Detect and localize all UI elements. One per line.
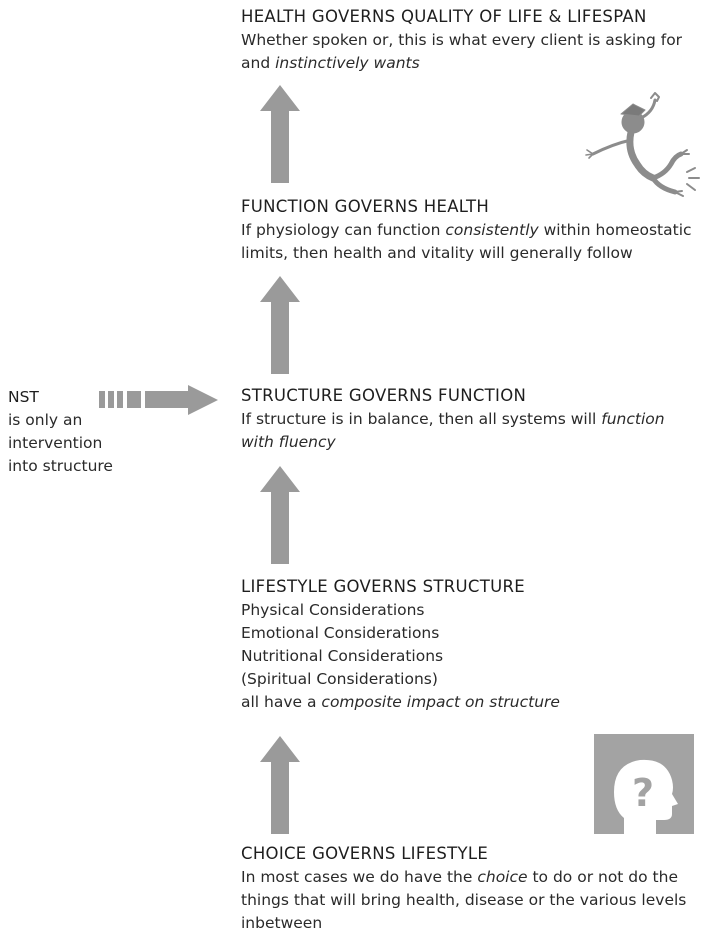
- list-item: Emotional Considerations: [241, 624, 440, 642]
- lifestyle-list: Physical Considerations Emotional Consid…: [241, 599, 721, 714]
- nst-note: NST is only an intervention into structu…: [8, 386, 148, 478]
- up-arrow-4: [260, 736, 300, 834]
- nst-title: NST: [8, 388, 39, 406]
- function-description: If physiology can function consistently …: [241, 221, 692, 262]
- function-block: FUNCTION GOVERNS HEALTH If physiology ca…: [241, 196, 721, 265]
- structure-heading: STRUCTURE GOVERNS FUNCTION: [241, 386, 527, 405]
- question-head-icon: ?: [594, 734, 694, 834]
- up-arrow-3: [260, 466, 300, 564]
- structure-description: If structure is in balance, then all sys…: [241, 410, 665, 451]
- health-description: Whether spoken or, this is what every cl…: [241, 31, 683, 72]
- structure-block: STRUCTURE GOVERNS FUNCTION If structure …: [241, 385, 721, 454]
- lifestyle-heading: LIFESTYLE GOVERNS STRUCTURE: [241, 577, 525, 596]
- nst-line: is only an: [8, 411, 83, 429]
- right-dashed-arrow: [99, 385, 218, 415]
- lifestyle-block: LIFESTYLE GOVERNS STRUCTURE Physical Con…: [241, 576, 721, 714]
- list-item: Physical Considerations: [241, 601, 425, 619]
- svg-text:?: ?: [632, 771, 654, 815]
- choice-block: CHOICE GOVERNS LIFESTYLE In most cases w…: [241, 843, 721, 935]
- nst-line: into structure: [8, 457, 113, 475]
- choice-heading: CHOICE GOVERNS LIFESTYLE: [241, 844, 489, 863]
- list-item: (Spiritual Considerations): [241, 670, 438, 688]
- health-heading: HEALTH GOVERNS QUALITY OF LIFE & LIFESPA…: [241, 7, 647, 26]
- nst-line: intervention: [8, 434, 103, 452]
- list-item: Nutritional Considerations: [241, 647, 444, 665]
- function-heading: FUNCTION GOVERNS HEALTH: [241, 197, 490, 216]
- up-arrow-2: [260, 276, 300, 374]
- dancing-figure-icon: [585, 92, 700, 197]
- choice-description: In most cases we do have the choice to d…: [241, 868, 687, 932]
- health-block: HEALTH GOVERNS QUALITY OF LIFE & LIFESPA…: [241, 6, 721, 75]
- up-arrow-1: [260, 85, 300, 183]
